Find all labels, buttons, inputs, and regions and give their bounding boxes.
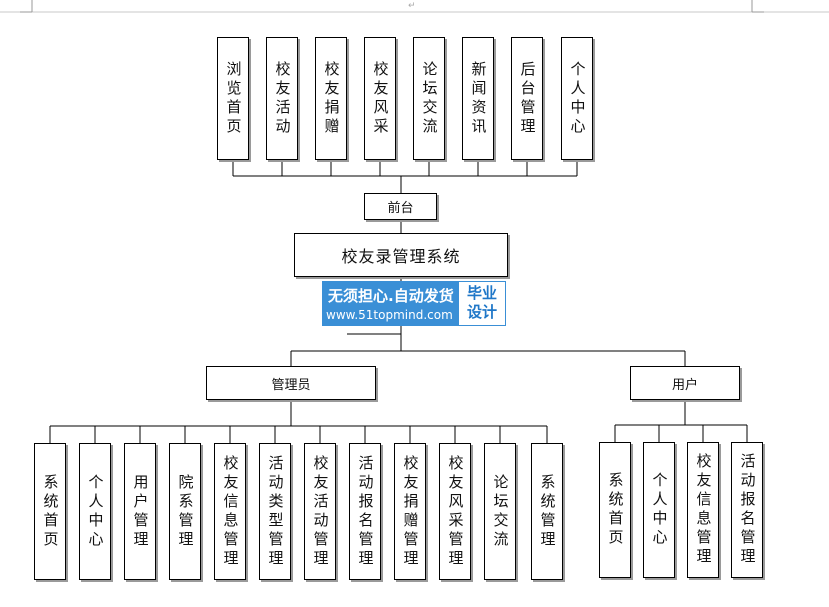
user-module-activity-signup: 活动报名管理: [731, 442, 763, 578]
module-label: 后台管理: [518, 60, 537, 137]
module-label: 个人中心: [86, 473, 105, 550]
module-label: 个人中心: [568, 60, 587, 137]
admin-module-personal-center: 个人中心: [79, 443, 111, 580]
module-label: 校友活动: [273, 60, 292, 137]
watermark-line1: 无须担心.自动发货: [328, 287, 454, 305]
module-personal-center: 个人中心: [561, 37, 593, 160]
system-title: 校友录管理系统: [341, 247, 461, 266]
admin-label: 管理员: [271, 377, 311, 393]
admin-module-activity-signup: 活动报名管理: [349, 443, 381, 580]
module-label: 系统管理: [538, 473, 557, 550]
svg-text:↵: ↵: [408, 1, 416, 11]
module-forum: 论坛交流: [413, 37, 445, 160]
module-label: 校友信息管理: [221, 454, 240, 569]
frontend-label: 前台: [387, 201, 414, 216]
module-label: 系统首页: [41, 473, 60, 550]
module-label: 院系管理: [176, 473, 195, 550]
watermark-badge: 无须担心.自动发货 www.51topmind.com 毕业 设计: [322, 281, 506, 326]
module-label: 校友捐赠: [322, 60, 341, 137]
module-label: 浏览首页: [224, 60, 243, 137]
admin-module-alumni-donation: 校友捐赠管理: [394, 443, 426, 580]
user-module-personal-center: 个人中心: [643, 442, 675, 578]
admin-module-alumni-activity: 校友活动管理: [304, 443, 336, 580]
module-alumni-activities: 校友活动: [266, 37, 298, 160]
module-alumni-donation: 校友捐赠: [315, 37, 347, 160]
module-label: 活动类型管理: [266, 454, 285, 569]
admin-module-system-home: 系统首页: [34, 443, 66, 580]
module-label: 新闻资讯: [469, 60, 488, 137]
module-label: 校友风采管理: [446, 454, 465, 569]
module-label: 校友风采: [371, 60, 390, 137]
admin-module-activity-type: 活动类型管理: [259, 443, 291, 580]
user-label: 用户: [671, 377, 698, 393]
module-backend: 后台管理: [511, 37, 543, 160]
module-browse-home: 浏览首页: [217, 37, 249, 160]
admin-module-forum: 论坛交流: [484, 443, 516, 580]
module-news: 新闻资讯: [462, 37, 494, 160]
module-label: 校友活动管理: [311, 454, 330, 569]
watermark-url: www.51topmind.com: [326, 308, 453, 322]
system-title-node: 校友录管理系统: [294, 233, 508, 277]
admin-module-alumni-info: 校友信息管理: [214, 443, 246, 580]
module-label: 活动报名管理: [356, 454, 375, 569]
admin-module-alumni-showcase: 校友风采管理: [439, 443, 471, 580]
module-label: 系统首页: [606, 472, 625, 548]
module-label: 校友捐赠管理: [401, 454, 420, 569]
module-label: 论坛交流: [491, 473, 510, 550]
module-label: 校友信息管理: [694, 453, 713, 567]
module-label: 论坛交流: [420, 60, 439, 137]
module-label: 个人中心: [650, 472, 669, 548]
module-label: 用户管理: [131, 473, 150, 550]
frontend-node: 前台: [364, 193, 437, 220]
watermark-banner: 无须担心.自动发货 www.51topmind.com: [322, 281, 458, 326]
module-label: 活动报名管理: [738, 453, 757, 567]
admin-module-department-management: 院系管理: [169, 443, 201, 580]
watermark-badge-line1: 毕业: [466, 284, 497, 302]
admin-module-system-management: 系统管理: [531, 443, 563, 580]
admin-node: 管理员: [206, 366, 376, 400]
user-node: 用户: [630, 366, 740, 400]
watermark-badge-line2: 设计: [466, 303, 497, 321]
admin-module-user-management: 用户管理: [124, 443, 156, 580]
user-module-alumni-info: 校友信息管理: [687, 442, 719, 578]
watermark-graduation-tag: 毕业 设计: [458, 281, 506, 326]
user-module-system-home: 系统首页: [599, 442, 631, 578]
module-alumni-showcase: 校友风采: [364, 37, 396, 160]
